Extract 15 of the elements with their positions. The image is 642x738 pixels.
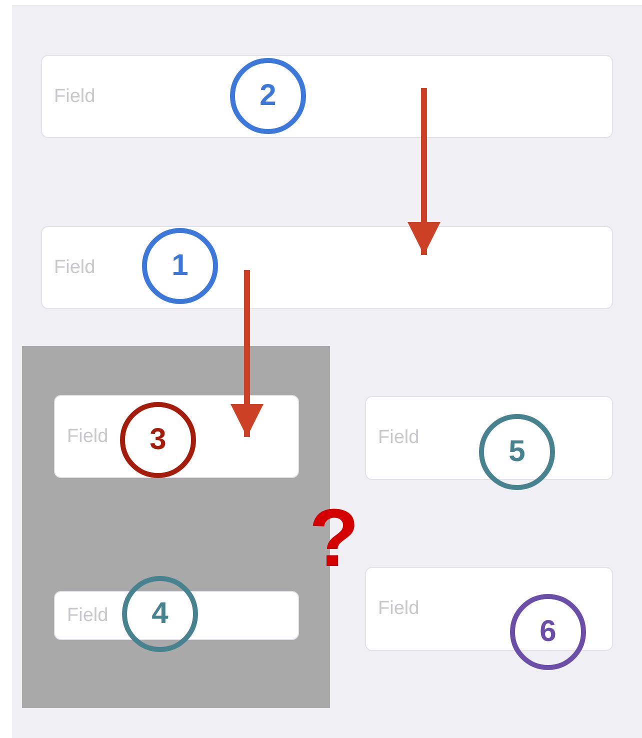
- callout-number: 3: [120, 402, 196, 478]
- question-mark: ?: [309, 498, 360, 580]
- arrow: [230, 270, 264, 437]
- callout-number: 2: [230, 58, 306, 134]
- callout-number: 5: [479, 414, 555, 490]
- input-field: [365, 567, 613, 651]
- input-field: [41, 55, 613, 138]
- callout-number: 6: [510, 594, 586, 670]
- callout-number: 1: [142, 228, 218, 304]
- input-field: [54, 591, 299, 640]
- input-field: [41, 226, 613, 309]
- input-field: [54, 395, 299, 478]
- callout-number: 4: [122, 576, 198, 652]
- input-field: [365, 396, 613, 480]
- arrow: [408, 88, 440, 255]
